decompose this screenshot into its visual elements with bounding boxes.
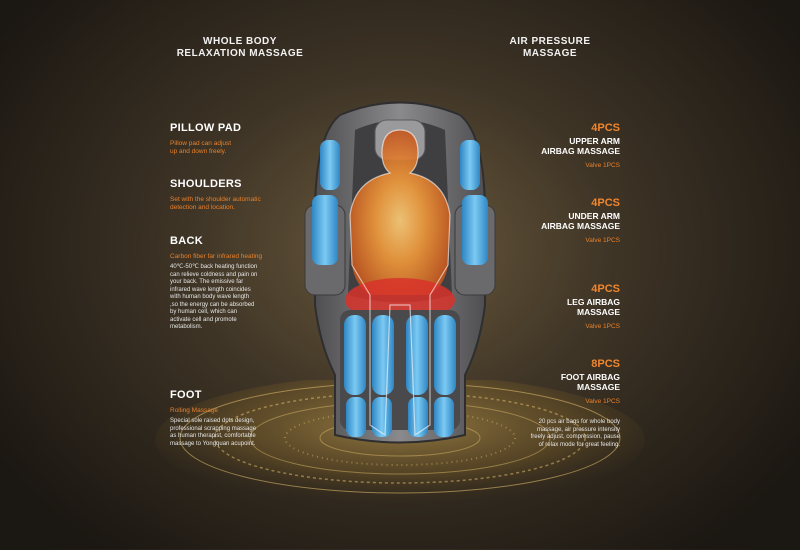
foot-airbag-text-line: massage, air pressure intensity [536,426,620,433]
shoulders-section: SHOULDERS Set with the shoulder automati… [170,178,300,212]
shoulders-desc-2: detection and location. [170,204,236,211]
under-arm-title-1: UNDER ARM [568,211,620,221]
back-section: BACK Carbon fiber far infrared heating 4… [170,235,300,332]
foot-title: FOOT [170,389,202,401]
back-text-line: ,so the energy can be absorbed [170,301,255,308]
pillow-pad-desc-1: Pillow pad can adjust [170,140,232,147]
foot-airbag-text-line: of relax mode for great feeling. [538,441,620,448]
pillow-pad-desc-2: up and down freely. [170,148,227,155]
under-arm-section: 4PCS UNDER ARM AIRBAG MASSAGE Valve 1PCS [480,197,620,244]
back-title: BACK [170,235,203,247]
leg-airbag-title-2: MASSAGE [577,307,620,317]
leg-airbag-valve: Valve 1PCS [585,323,620,330]
upper-arm-section: 4PCS UPPER ARM AIRBAG MASSAGE Valve 1PCS [480,122,620,169]
foot-airbag-title-2: MASSAGE [577,382,620,392]
header-right-line2: MASSAGE [522,48,578,59]
shoulders-desc-1: Set with the shoulder automatic [170,196,261,203]
upper-arm-count: 4PCS [591,122,620,134]
header-left: WHOLE BODY RELAXATION MASSAGE [170,36,310,60]
foot-airbag-section: 8PCS FOOT AIRBAG MASSAGE Valve 1PCS 20 p… [480,358,620,449]
foot-text-line: Special sole raised dots design, [170,418,255,424]
back-text-line: by human cell, which can [170,309,238,315]
foot-airbag-count: 8PCS [591,358,620,370]
back-text-line: metabolism. [170,324,203,330]
foot-text-line: as human therapist, comfortable [170,433,256,439]
under-arm-valve: Valve 1PCS [585,237,620,244]
back-text-line: 40℃-50℃ back heating function [170,264,258,270]
shoulders-title: SHOULDERS [170,178,242,190]
under-arm-count: 4PCS [591,197,620,209]
back-text-line: with human body wave length [170,294,250,300]
massage-chair-illustration [304,101,496,444]
header-left-line2: RELAXATION MASSAGE [176,48,304,59]
foot-subtitle: Rolling Massage [170,407,219,414]
foot-airbag-valve: Valve 1PCS [585,398,620,405]
back-text-line: your back. The emissive far [170,279,244,285]
header-left-line1: WHOLE BODY [203,36,277,47]
upper-arm-title-2: AIRBAG MASSAGE [541,146,620,156]
back-text-line: activate cell and promote [170,316,237,323]
header-right-line1: AIR PRESSURE [509,36,591,47]
upper-arm-title-1: UPPER ARM [569,136,620,146]
upper-arm-valve: Valve 1PCS [585,162,620,169]
foot-airbag-title-1: FOOT AIRBAG [560,372,620,382]
foot-airbag-text-line: 20 pcs air bags for whole body [538,419,620,425]
leg-airbag-section: 4PCS LEG AIRBAG MASSAGE Valve 1PCS [480,283,620,330]
leg-airbag-title-1: LEG AIRBAG [566,297,620,307]
foot-airbag-text-line: freely adjust, compression, pause [530,434,620,440]
under-arm-title-2: AIRBAG MASSAGE [541,221,620,231]
foot-section: FOOT Rolling Massage Special sole raised… [170,389,300,448]
back-text-line: infrared wave length coincides [170,286,251,293]
leg-airbag-count: 4PCS [591,283,620,295]
pillow-pad-title: PILLOW PAD [170,122,242,134]
foot-text-line: professional scrapping massage [170,425,257,432]
back-text-line: can relieve coldness and pain on [170,271,258,278]
back-subtitle: Carbon fiber far infrared heating [170,253,263,260]
pillow-pad-section: PILLOW PAD Pillow pad can adjust up and … [170,122,290,156]
header-right: AIR PRESSURE MASSAGE [490,36,610,60]
foot-text-line: massage to Yongquan acupoint. [170,440,256,447]
